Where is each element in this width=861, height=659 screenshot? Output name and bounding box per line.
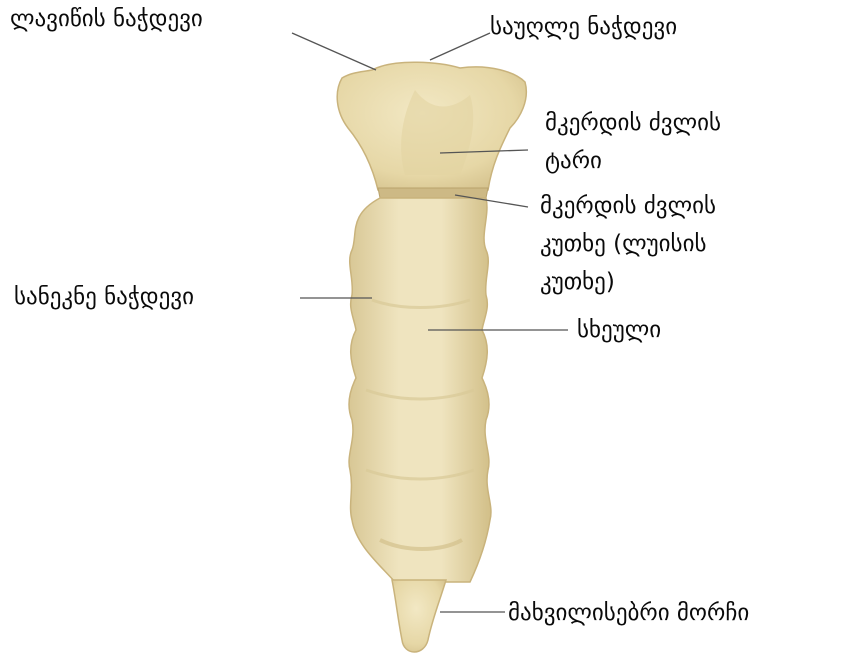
label-sternal-angle: მკერდის ძვლის კუთხე (ლუისის კუთხე) <box>540 187 716 301</box>
label-jugular-notch: საუღლე ნაჭდევი <box>490 8 677 46</box>
label-sternal-angle-line1: მკერდის ძვლის <box>540 187 716 225</box>
label-manubrium: მკერდის ძვლის ტარი <box>545 104 721 180</box>
label-body: სხეული <box>577 311 661 349</box>
label-sternal-angle-line2: კუთხე (ლუისის <box>540 225 716 263</box>
label-costal-notch-text: სანეკნე ნაჭდევი <box>14 278 194 316</box>
label-clavicular-notch-text: ლავიწის ნაჭდევი <box>10 0 203 38</box>
label-body-text: სხეული <box>577 311 661 349</box>
label-clavicular-notch: ლავიწის ნაჭდევი <box>10 0 203 38</box>
label-manubrium-line1: მკერდის ძვლის <box>545 104 721 142</box>
leader-clavicular-notch <box>292 33 376 70</box>
label-jugular-notch-text: საუღლე ნაჭდევი <box>490 8 677 46</box>
label-xiphoid-process-text: მახვილისებრი მორჩი <box>508 594 749 632</box>
label-costal-notch: სანეკნე ნაჭდევი <box>14 278 194 316</box>
xiphoid-process-shape <box>392 580 446 652</box>
sternal-angle-joint <box>378 188 488 198</box>
label-xiphoid-process: მახვილისებრი მორჩი <box>508 594 749 632</box>
leader-jugular-notch <box>430 33 490 60</box>
label-sternal-angle-line3: კუთხე) <box>540 263 716 301</box>
label-manubrium-line2: ტარი <box>545 142 721 180</box>
